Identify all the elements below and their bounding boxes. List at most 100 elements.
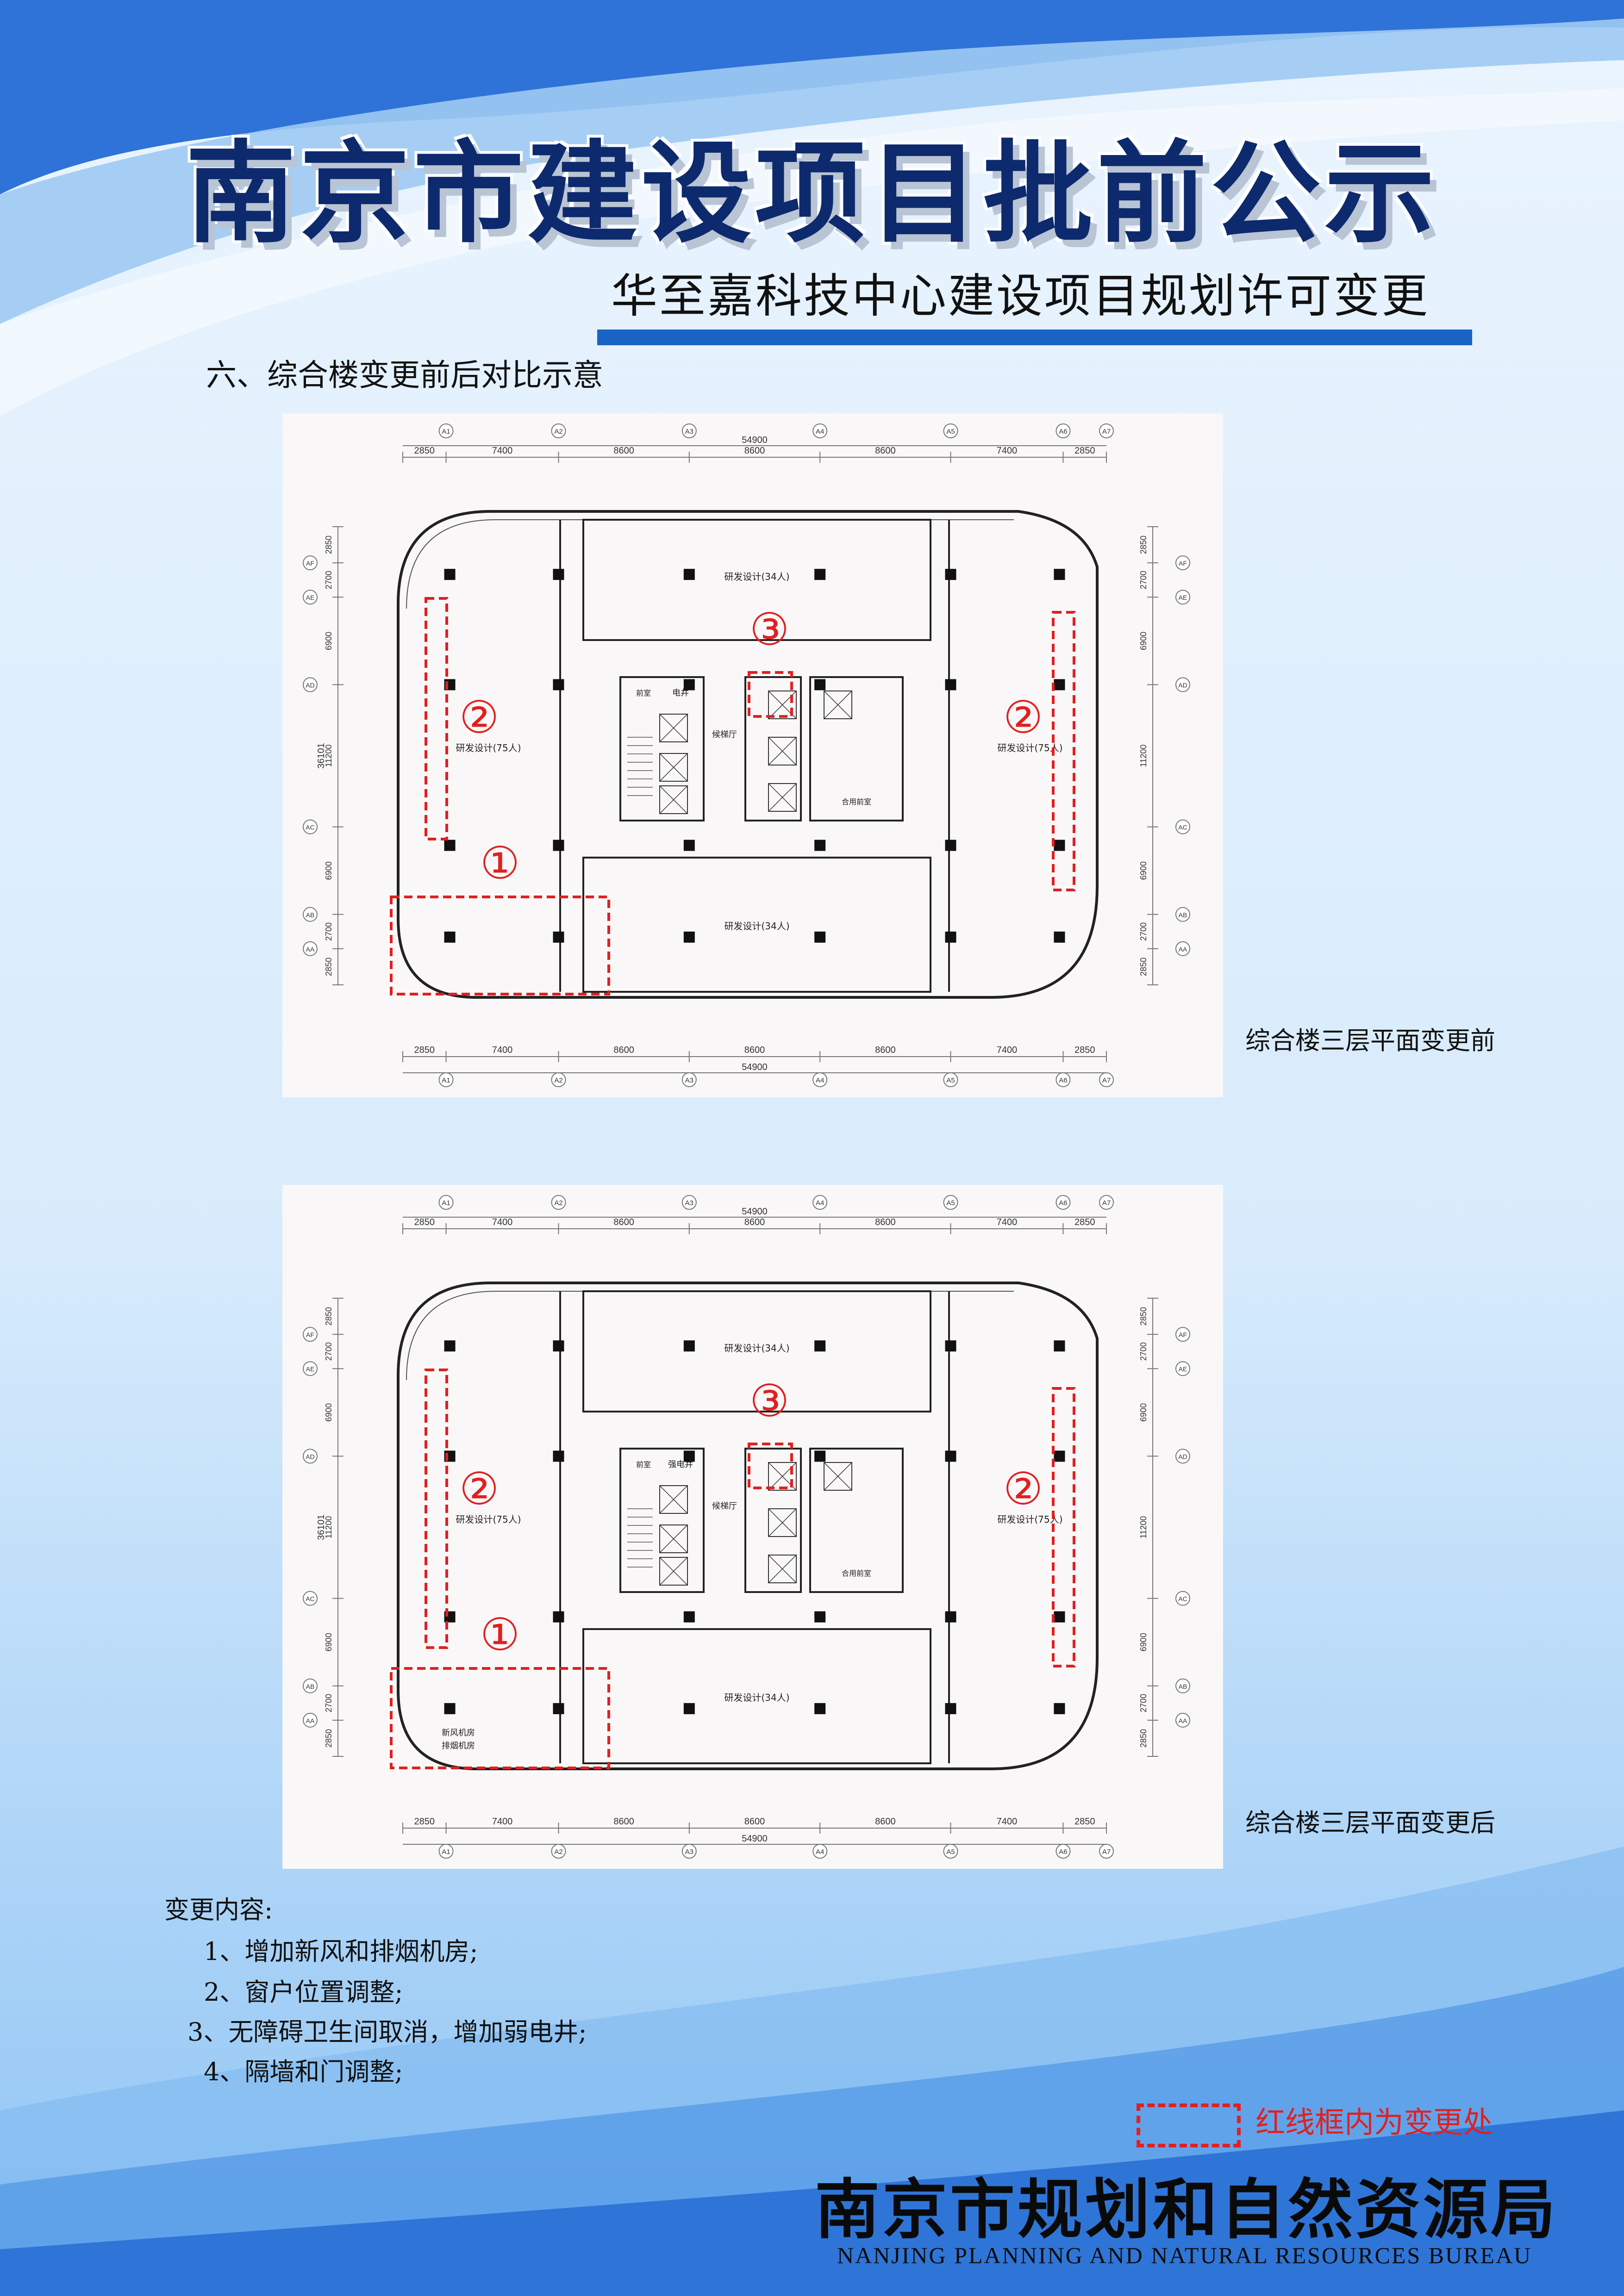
axis-label: A5 bbox=[946, 428, 955, 436]
bay-dimension-label: 7400 bbox=[997, 1045, 1018, 1055]
axis-label: AA bbox=[306, 946, 315, 953]
axis-bubble bbox=[551, 423, 566, 438]
row-dimension-label: 2700 bbox=[1139, 571, 1148, 589]
axis-bubble bbox=[303, 1449, 318, 1464]
structural-column bbox=[945, 1703, 956, 1714]
axis-label: A1 bbox=[442, 428, 450, 436]
axis-bubble bbox=[681, 1072, 697, 1087]
structural-column bbox=[945, 840, 956, 851]
core-block bbox=[809, 676, 904, 821]
row-dimension-label: 2850 bbox=[324, 535, 333, 554]
bay-dimension-label: 8600 bbox=[875, 1817, 896, 1827]
core-block bbox=[744, 1448, 802, 1593]
axis-label: A6 bbox=[1059, 1848, 1067, 1856]
structural-column bbox=[444, 931, 456, 943]
row-dimension-label: 11200 bbox=[324, 745, 333, 767]
change-highlight-box bbox=[425, 1369, 448, 1649]
axis-label: A5 bbox=[946, 1848, 955, 1856]
axis-label: A5 bbox=[946, 1076, 955, 1084]
axis-bubble bbox=[438, 1072, 454, 1087]
bureau-name: 南京市规划和自然资源局 bbox=[815, 2172, 1559, 2248]
room-label-top: 研发设计(34人) bbox=[724, 1343, 789, 1354]
row-dimension-label: 6900 bbox=[324, 861, 333, 880]
axis-label: A7 bbox=[1102, 1199, 1111, 1207]
elevator-cross bbox=[659, 1524, 688, 1553]
room-label-left: 研发设计(75人) bbox=[456, 742, 521, 753]
room-label-front-room: 前室 bbox=[636, 689, 651, 697]
change-highlight-box bbox=[390, 1667, 610, 1769]
row-dimension-label: 11200 bbox=[324, 1516, 333, 1539]
axis-label: A2 bbox=[554, 1199, 562, 1207]
axis-label: A7 bbox=[1102, 1848, 1111, 1856]
elevator-cross bbox=[768, 783, 797, 812]
row-dimension-label: 2700 bbox=[1139, 1342, 1148, 1361]
axis-label: A3 bbox=[685, 428, 693, 436]
row-dimension-label: 2850 bbox=[324, 1729, 333, 1748]
row-dimension-label: 2700 bbox=[324, 1342, 333, 1361]
structural-column bbox=[683, 1611, 695, 1623]
axis-bubble bbox=[303, 1712, 318, 1728]
elevator-shaft bbox=[768, 737, 797, 765]
bay-dimension-label: 2850 bbox=[414, 1045, 435, 1055]
axis-bubble bbox=[1056, 1072, 1071, 1087]
bay-dimension-label: 8600 bbox=[613, 446, 634, 456]
axis-bubble bbox=[812, 1844, 828, 1859]
structural-column bbox=[553, 1611, 564, 1623]
axis-label: A4 bbox=[816, 428, 824, 436]
axis-label: A2 bbox=[554, 1076, 562, 1084]
change-highlight-box bbox=[425, 597, 448, 840]
axis-label: AC bbox=[306, 1595, 314, 1603]
total-depth-label: 36101 bbox=[316, 743, 326, 769]
axis-label: AD bbox=[306, 1453, 314, 1460]
change-highlight-box bbox=[1052, 611, 1075, 891]
elevator-cross bbox=[659, 1485, 688, 1514]
structural-column bbox=[444, 1703, 456, 1714]
elevator-cross bbox=[659, 1557, 688, 1586]
axis-bubble bbox=[1175, 1327, 1190, 1342]
structural-column bbox=[945, 1450, 956, 1462]
structural-column bbox=[814, 1611, 826, 1623]
core-block bbox=[744, 676, 802, 821]
axis-label: A1 bbox=[442, 1076, 450, 1084]
axis-label: A7 bbox=[1102, 428, 1111, 436]
row-dimension-label: 6900 bbox=[324, 1403, 333, 1422]
axis-bubble bbox=[303, 1591, 318, 1606]
elevator-shaft bbox=[824, 1462, 852, 1491]
row-dimension-label: 2850 bbox=[1139, 1307, 1148, 1325]
building-outline bbox=[397, 1282, 1099, 1770]
axis-bubble bbox=[303, 941, 318, 956]
axis-label: AA bbox=[1179, 946, 1187, 953]
structural-column bbox=[444, 569, 456, 580]
facade-line bbox=[406, 1291, 1014, 1381]
axis-bubble bbox=[303, 555, 318, 571]
axis-bubble bbox=[438, 1195, 454, 1210]
bottom-room-walls bbox=[582, 857, 931, 993]
elevator-shaft bbox=[659, 714, 688, 742]
axis-bubble bbox=[1175, 1449, 1190, 1464]
axis-label: A4 bbox=[816, 1848, 824, 1856]
elevator-cross bbox=[824, 691, 852, 719]
axis-label: AE bbox=[1179, 1365, 1187, 1373]
axis-label: AD bbox=[306, 681, 314, 689]
bay-dimension-label: 2850 bbox=[1074, 1217, 1095, 1227]
axis-bubble bbox=[303, 677, 318, 692]
axis-bubble bbox=[551, 1072, 566, 1087]
bay-dimension-label: 8600 bbox=[744, 1817, 765, 1827]
bay-dimension-label: 2850 bbox=[1074, 1817, 1095, 1827]
structural-column bbox=[553, 1340, 564, 1352]
change-number-mark: ② bbox=[459, 691, 499, 743]
total-width-label: 54900 bbox=[742, 435, 768, 445]
axis-bubble bbox=[1056, 1195, 1071, 1210]
change-highlight-box bbox=[748, 1443, 793, 1489]
structural-column bbox=[1054, 1703, 1065, 1714]
change-number-mark: ③ bbox=[750, 1375, 789, 1427]
structural-column bbox=[683, 1340, 695, 1352]
elevator-shaft bbox=[768, 783, 797, 812]
axis-bubble bbox=[1099, 1844, 1114, 1859]
structural-column bbox=[444, 840, 456, 851]
axis-bubble bbox=[303, 1678, 318, 1693]
row-dimension-label: 2850 bbox=[1139, 958, 1148, 976]
change-number-mark: ② bbox=[1003, 691, 1043, 743]
axis-label: AD bbox=[1178, 1453, 1187, 1460]
